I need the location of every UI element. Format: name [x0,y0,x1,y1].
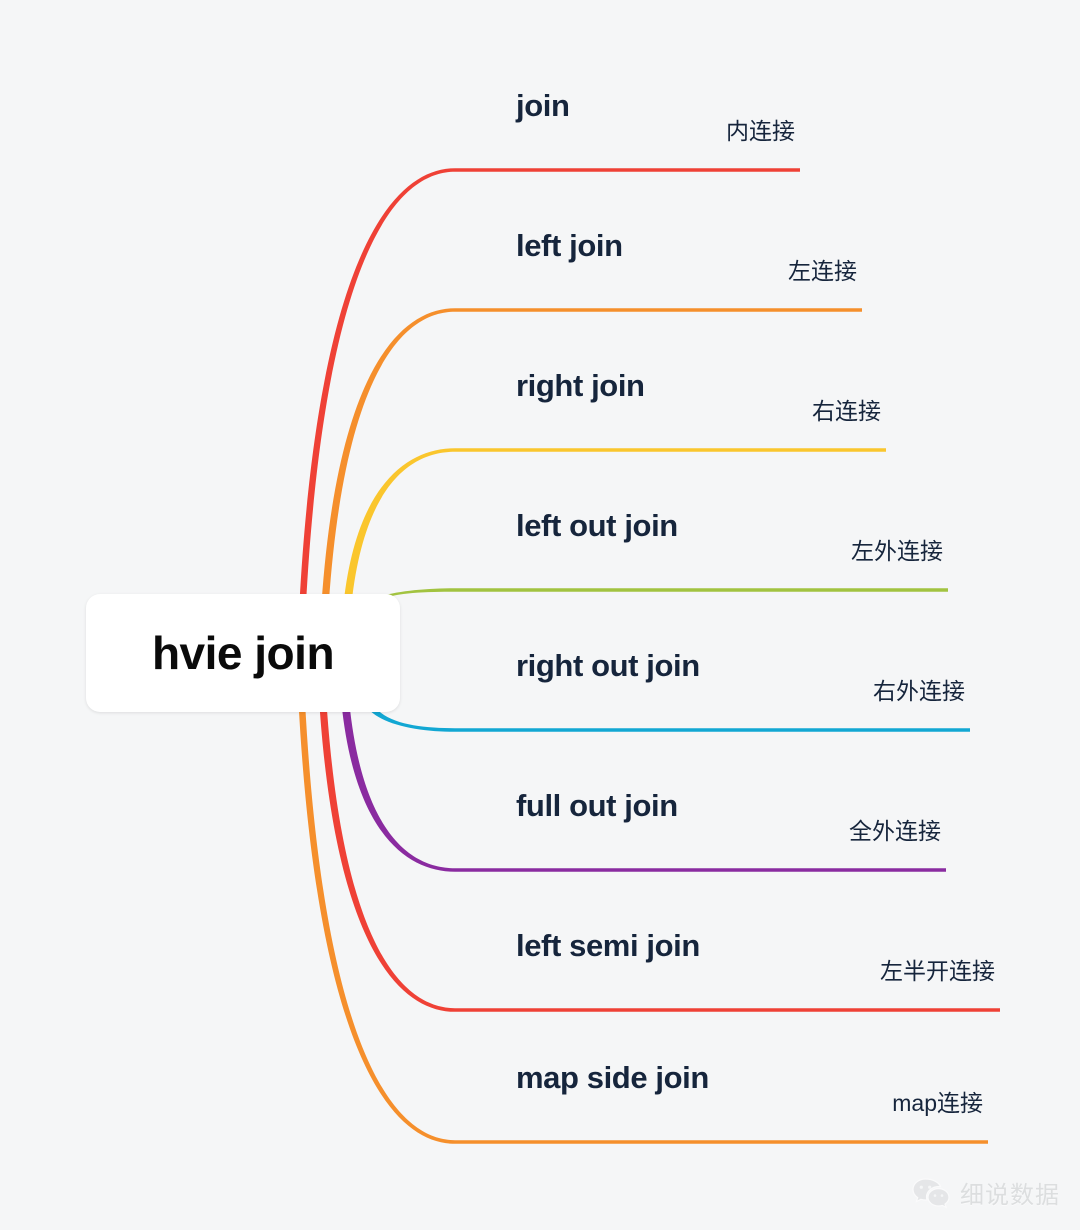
branch-title: full out join [516,788,678,823]
branch-title: left join [516,228,623,263]
root-node-label: hvie join [151,627,335,679]
branch-title: left semi join [516,928,700,963]
branch-subtitle: 左外连接 [851,538,943,564]
branch-title: left out join [516,508,678,543]
branch-subtitle: 右连接 [812,398,881,424]
branch-subtitle: 全外连接 [849,818,941,844]
branch-curve [363,702,970,732]
branch-title: right out join [516,648,700,683]
branch-curve [321,308,862,604]
root-node[interactable]: hvie join [86,594,400,712]
watermark-label: 细说数据 [960,1182,1060,1209]
wechat-icon [911,1177,951,1209]
branch-subtitle: 右外连接 [873,678,965,704]
branch-subtitle: 内连接 [726,118,795,144]
branch-title: join [516,88,570,123]
branch-title: right join [516,368,645,403]
branch-subtitle: 左连接 [788,258,857,284]
branch-title: map side join [516,1060,709,1095]
watermark: 细说数据 [911,1175,1060,1210]
branch-curve [365,588,948,604]
branch-subtitle: map连接 [892,1090,983,1116]
branch-subtitle: 左半开连接 [880,958,995,984]
